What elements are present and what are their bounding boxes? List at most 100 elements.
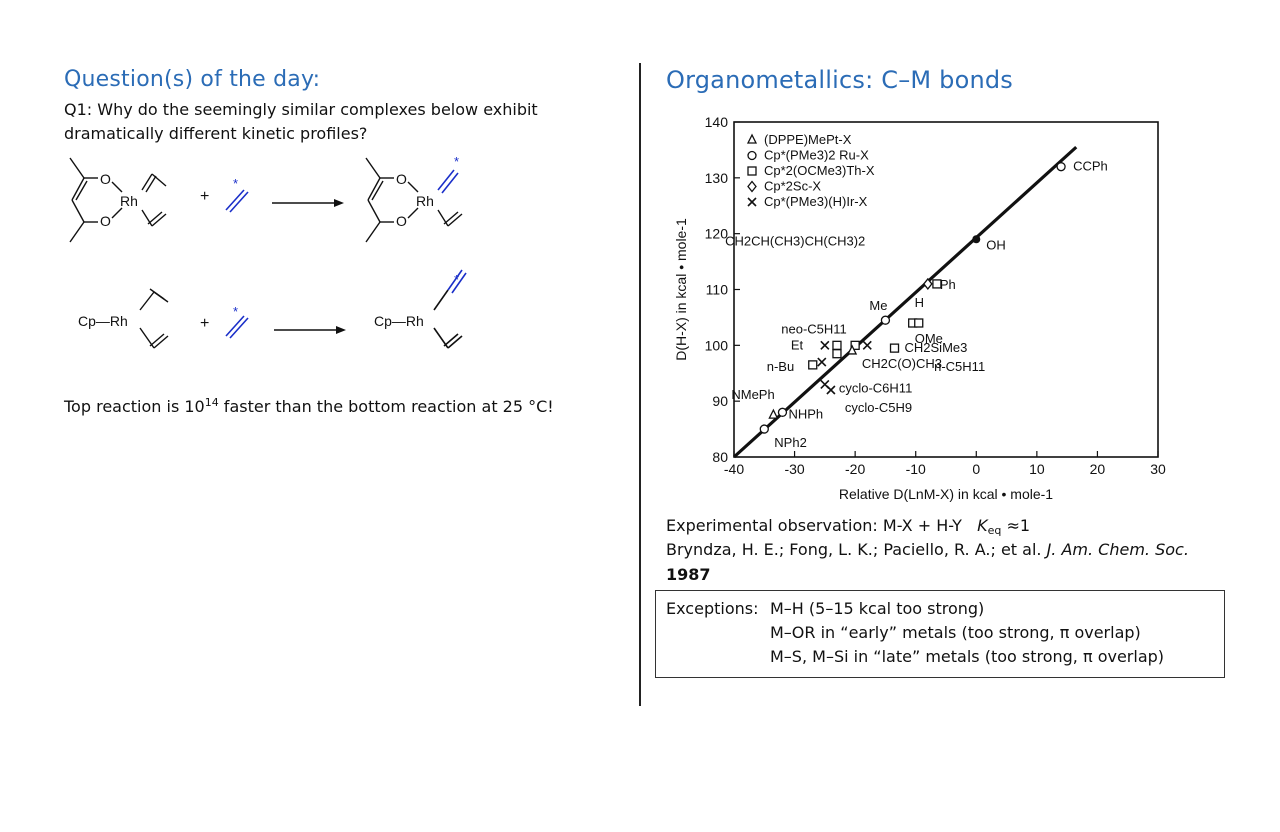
rh-label-product: Rh: [416, 193, 434, 209]
data-label: CCPh: [1073, 159, 1108, 174]
legend-label: Cp*2Sc-X: [764, 179, 821, 194]
reaction-arrow-bottom: [274, 326, 346, 334]
data-point: [832, 349, 842, 359]
label-star-product-bottom: *: [454, 272, 459, 287]
x-tick-label: -20: [845, 461, 865, 477]
data-point: [922, 277, 933, 290]
label-star-top: *: [233, 176, 238, 191]
data-label: n-C5H11: [934, 359, 985, 374]
left-heading: Question(s) of the day:: [64, 67, 321, 92]
x-tick-label: 10: [1029, 461, 1045, 477]
legend-label: Cp*(PMe3)(H)Ir-X: [764, 194, 868, 209]
legend-marker-square: [747, 166, 757, 176]
cp-rh-reactant: Cp—Rh: [78, 313, 128, 329]
data-point: [808, 360, 818, 370]
data-label: NMePh: [731, 387, 774, 402]
data-label: NPh2: [774, 435, 807, 450]
labeled-ethylene-top: [225, 189, 249, 213]
data-point: [777, 407, 788, 417]
data-point: [817, 357, 827, 367]
exception-line-1: M–H (5–15 kcal too strong): [770, 599, 985, 618]
data-label: neo-C5H11: [781, 321, 847, 336]
y-tick-label: 130: [705, 170, 729, 186]
data-label: cyclo-C6H11: [839, 380, 912, 395]
observation-text: Experimental observation: M-X + H-Y Keq …: [666, 516, 1031, 537]
data-label: NHPh: [788, 406, 823, 421]
citation-text: Bryndza, H. E.; Fong, L. K.; Paciello, R…: [666, 540, 1189, 559]
y-tick-label: 110: [706, 282, 729, 298]
data-point: [972, 235, 981, 244]
data-point: [1056, 162, 1066, 172]
data-point: [889, 343, 900, 353]
reaction-scheme: O O Rh + * * O O Rh Cp—Rh: [69, 154, 467, 349]
product-ethylenes-bottom: [433, 269, 467, 349]
data-label: Me: [869, 298, 887, 313]
data-point: [768, 408, 779, 419]
rh-label-reactant: Rh: [120, 193, 138, 209]
legend-marker-cross: [747, 197, 757, 207]
acac-rh-product: [365, 157, 463, 243]
legend-marker-diamond: [747, 180, 757, 193]
data-label: CH2C(O)CH3: [862, 356, 942, 371]
fit-line: [732, 145, 1078, 459]
data-label: CH2SiMe3: [905, 340, 968, 355]
data-point: [914, 318, 924, 328]
data-point: [832, 340, 842, 350]
right-heading: Organometallics: C–M bonds: [666, 66, 1014, 94]
plus-sign-top: +: [200, 188, 209, 205]
data-label: OH: [986, 237, 1006, 252]
x-axis-label: Relative D(LnM-X) in kcal • mole-1: [839, 486, 1053, 502]
product-o-bottom: O: [396, 213, 407, 229]
y-tick-label: 90: [712, 393, 728, 409]
data-label: OMe: [915, 331, 943, 346]
product-o-top: O: [396, 171, 407, 187]
data-label: H: [915, 295, 924, 310]
x-tick-label: -30: [784, 461, 804, 477]
exception-line-2: M–OR in “early” metals (too strong, π ov…: [770, 623, 1141, 642]
label-star-bottom: *: [233, 304, 238, 319]
data-point: [820, 379, 830, 389]
legend-label: Cp*(PMe3)2 Ru-X: [764, 148, 869, 163]
rate-note: Top reaction is 1014 faster than the bot…: [64, 396, 554, 416]
x-tick-label: 0: [972, 461, 980, 477]
data-point: [880, 315, 891, 325]
column-divider: [639, 63, 641, 706]
acac-rh-reactant: [69, 157, 167, 243]
label-star-product-top: *: [454, 154, 459, 169]
exception-line-3: M–S, M–Si in “late” metals (too strong, …: [770, 647, 1165, 666]
cp-rh-product: Cp—Rh: [374, 313, 424, 329]
legend-label: (DPPE)MePt-X: [764, 132, 852, 147]
y-tick-label: 120: [705, 226, 729, 242]
data-point: [847, 344, 858, 355]
y-tick-label: 140: [705, 114, 729, 130]
data-point: [826, 385, 836, 395]
ligand-o-top: O: [100, 171, 111, 187]
legend-marker-circle: [747, 150, 757, 161]
data-label: CH2CH(CH3)CH(CH3)2: [725, 233, 865, 248]
x-tick-label: 20: [1090, 461, 1106, 477]
data-point: [932, 279, 942, 289]
data-label: Et: [791, 337, 804, 352]
plus-sign-bottom: +: [200, 315, 209, 332]
question-line-2: dramatically different kinetic profiles?: [64, 124, 368, 143]
data-point: [759, 424, 769, 434]
data-point: [820, 340, 830, 350]
data-point: [862, 340, 872, 350]
data-point: [850, 340, 860, 350]
bis-ethylene-reactant: [139, 288, 169, 349]
labeled-ethylene-product-top: [437, 169, 459, 194]
legend-label: Cp*2(OCMe3)Th-X: [764, 163, 875, 178]
x-tick-label: -40: [724, 461, 744, 477]
labeled-ethylene-bottom: [225, 315, 249, 339]
y-tick-label: 80: [712, 449, 728, 465]
exceptions-label: Exceptions:: [666, 599, 759, 618]
data-label: n-Bu: [767, 359, 794, 374]
question-line-1: Q1: Why do the seemingly similar complex…: [64, 100, 538, 119]
reaction-arrow-top: [272, 199, 344, 207]
ligand-o-bottom: O: [100, 213, 111, 229]
y-axis-label: D(H-X) in kcal • mole-1: [673, 218, 689, 361]
exceptions-box: Exceptions: M–H (5–15 kcal too strong) M…: [655, 590, 1225, 678]
data-label: cyclo-C5H9: [845, 400, 912, 415]
